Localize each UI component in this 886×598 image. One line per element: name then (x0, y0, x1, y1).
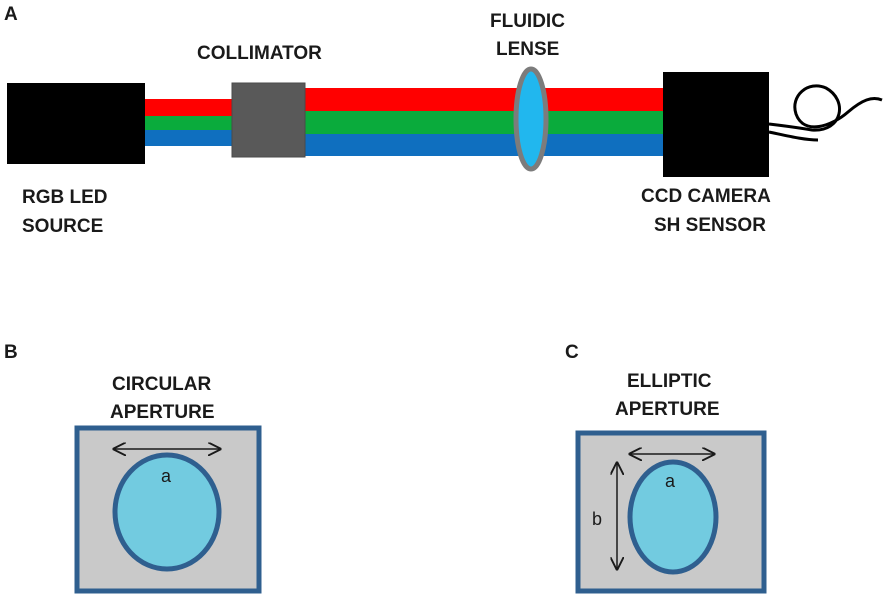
collimator (231, 82, 306, 158)
panel-b-letter: B (4, 342, 18, 363)
lens-label-line1: FLUIDIC (490, 11, 565, 32)
source-label-line2: SOURCE (22, 216, 103, 237)
lens-label-line2: LENSE (496, 39, 559, 60)
dimension-a-label-c: a (665, 471, 676, 491)
collimator-label: COLLIMATOR (197, 43, 322, 64)
circular-title-line2: APERTURE (110, 402, 215, 423)
dimension-a-label-b: a (161, 466, 172, 486)
beam-green-short (145, 116, 233, 130)
elliptic-aperture-hole (627, 459, 719, 575)
beam-short (145, 99, 233, 146)
ccd-camera (663, 72, 769, 177)
source-label-line1: RGB LED (22, 187, 108, 208)
fluidic-lens (513, 66, 549, 172)
elliptic-title-line1: ELLIPTIC (627, 371, 712, 392)
camera-label-line1: CCD CAMERA (641, 186, 771, 207)
rgb-led-source (7, 83, 145, 164)
beam-green-long (305, 111, 663, 134)
camera-cable-lower (768, 130, 819, 142)
beam-red-short (145, 99, 233, 116)
panel-a-letter: A (4, 4, 18, 25)
dimension-b-label-c: b (592, 509, 602, 529)
camera-label-line2: SH SENSOR (654, 215, 766, 236)
panel-c-letter: C (565, 342, 579, 363)
elliptic-title-line2: APERTURE (615, 399, 720, 420)
beam-long (305, 88, 663, 156)
camera-cable (768, 84, 883, 132)
circular-title-line1: CIRCULAR (112, 374, 211, 395)
beam-red-long (305, 88, 663, 111)
beam-blue-short (145, 130, 233, 146)
beam-blue-long (305, 134, 663, 156)
